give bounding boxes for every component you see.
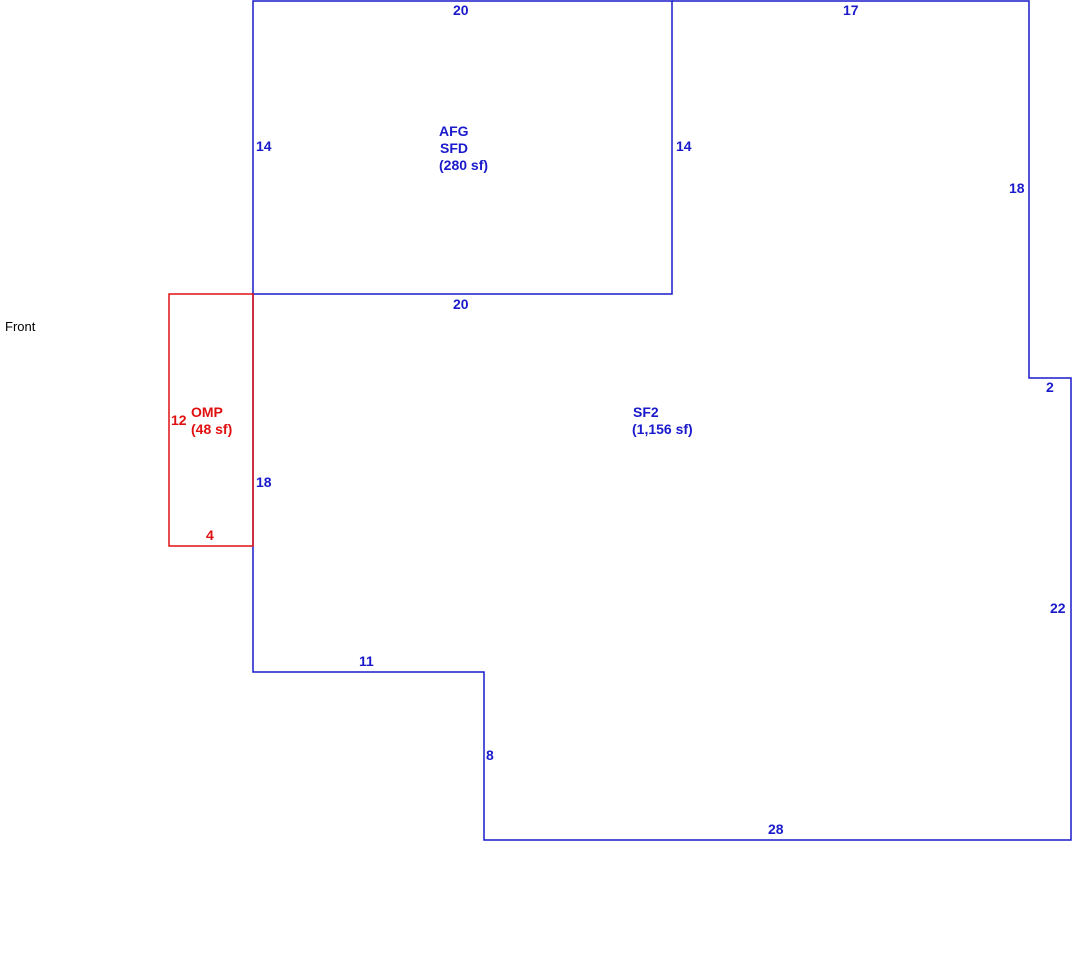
dim-sf2-right-lower: 22	[1050, 600, 1066, 616]
dim-omp-bottom: 4	[206, 527, 214, 543]
afg-type-label: SFD	[440, 140, 468, 156]
afg-code-label: AFG	[439, 123, 469, 139]
dim-afg-right: 14	[676, 138, 692, 154]
dim-sf2-right-upper: 18	[1009, 180, 1025, 196]
dim-sf2-step-vertical: 8	[486, 747, 494, 763]
omp-code-label: OMP	[191, 404, 223, 420]
sf2-outline	[252, 0, 1072, 841]
afg-outline	[252, 0, 673, 295]
dim-sf2-step-horizontal: 11	[359, 653, 374, 669]
front-label: Front	[5, 319, 36, 334]
dim-omp-side: 12	[171, 412, 187, 428]
dim-afg-left: 14	[256, 138, 272, 154]
dim-afg-bottom: 20	[453, 296, 469, 312]
dim-afg-top: 20	[453, 2, 469, 18]
afg-area-label: (280 sf)	[439, 157, 488, 173]
omp-area-label: (48 sf)	[191, 421, 232, 437]
dim-sf2-bottom: 28	[768, 821, 784, 837]
dim-sf2-left: 18	[256, 474, 272, 490]
dim-sf2-jog: 2	[1046, 379, 1054, 395]
sf2-code-label: SF2	[633, 404, 659, 420]
omp-outline	[168, 293, 254, 547]
dim-sf2-top: 17	[843, 2, 859, 18]
sf2-area-label: (1,156 sf)	[632, 421, 693, 437]
